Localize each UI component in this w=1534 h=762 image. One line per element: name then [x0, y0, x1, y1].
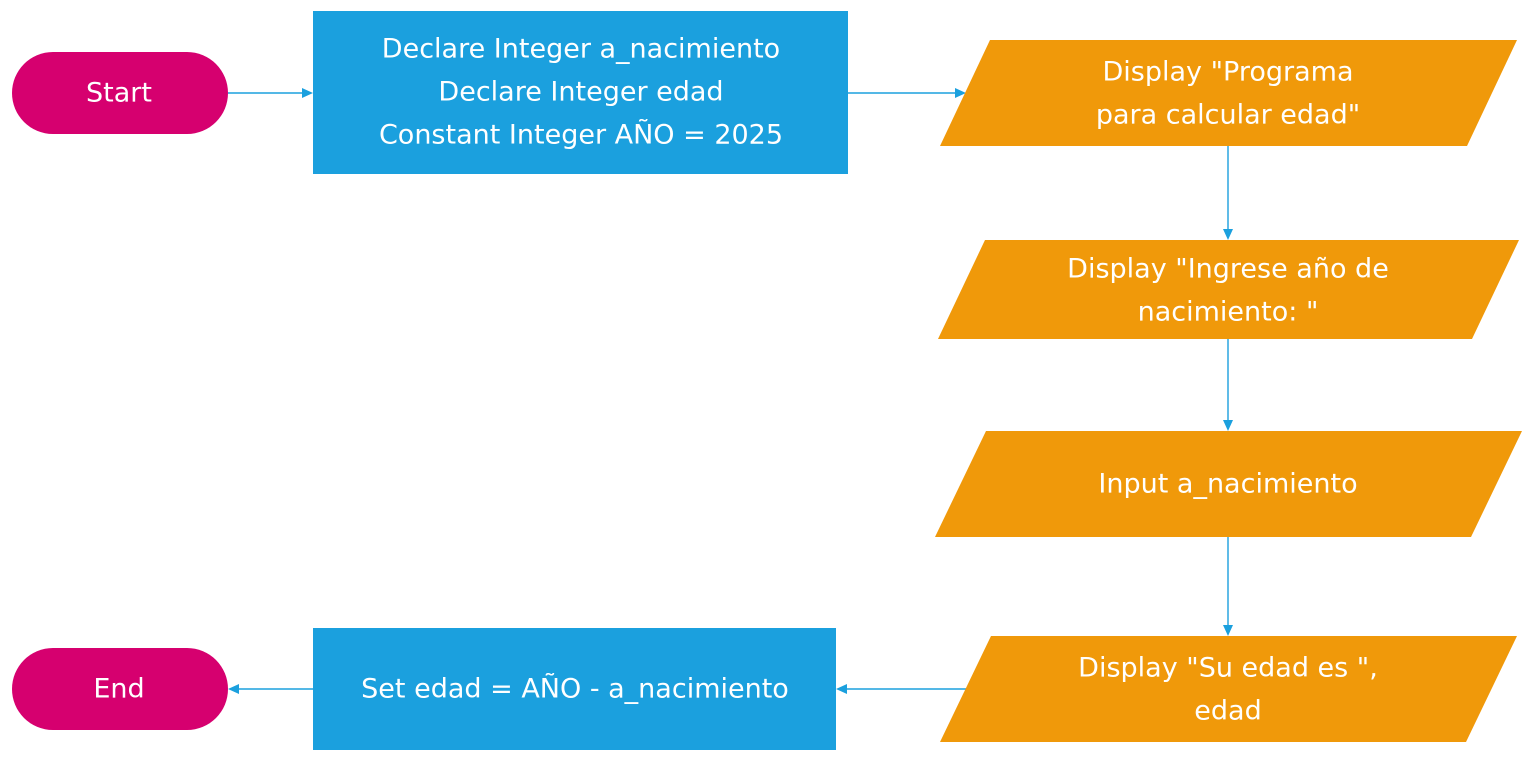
declare-node: Declare Integer a_nacimiento Declare Int… [313, 11, 848, 174]
end-terminal-shape [12, 648, 228, 730]
connector-start-to-declare [228, 88, 313, 98]
arrowhead [1223, 625, 1233, 636]
start-terminal-shape [12, 52, 228, 134]
arrowhead [1223, 229, 1233, 240]
input-nacimiento-node: Input a_nacimiento [935, 431, 1522, 537]
connector-display-programa-to-display-ingrese [1223, 146, 1233, 240]
display-programa-io-shape [940, 40, 1517, 146]
declare-line-3: Constant Integer AÑO = 2025 [379, 119, 783, 151]
set-edad-node: Set edad = AÑO - a_nacimiento [313, 628, 836, 750]
display-edad-line-1: Display "Su edad es ", [1078, 653, 1378, 684]
display-edad-line-2: edad [1194, 696, 1261, 727]
display-programa-line-2: para calcular edad" [1096, 100, 1360, 131]
declare-process-shape [313, 11, 848, 174]
end-label: End [93, 674, 144, 705]
connector-display-edad-to-set-edad [836, 684, 966, 694]
end-node: End [12, 648, 228, 730]
connectors [228, 88, 1233, 694]
arrowhead [955, 88, 966, 98]
set-edad-label: Set edad = AÑO - a_nacimiento [361, 673, 789, 705]
connector-declare-to-display-programa [848, 88, 966, 98]
input-nacimiento-io-shape [935, 431, 1522, 537]
display-programa-line-1: Display "Programa [1103, 57, 1354, 88]
set-edad-process-shape [313, 628, 836, 750]
display-edad-io-shape [940, 636, 1517, 742]
display-ingrese-line-1: Display "Ingrese año de [1067, 254, 1389, 285]
input-nacimiento-label: Input a_nacimiento [1098, 469, 1357, 500]
display-ingrese-node: Display "Ingrese año de nacimiento: " [938, 240, 1519, 339]
display-programa-node: Display "Programa para calcular edad" [940, 40, 1517, 146]
connector-input-nacimiento-to-display-edad [1223, 537, 1233, 636]
connector-set-edad-to-end [228, 684, 313, 694]
arrowhead [1223, 420, 1233, 431]
display-edad-node: Display "Su edad es ", edad [940, 636, 1517, 742]
arrowhead [302, 88, 313, 98]
connector-display-ingrese-to-input-nacimiento [1223, 339, 1233, 431]
declare-line-2: Declare Integer edad [438, 77, 723, 108]
display-ingrese-io-shape [938, 240, 1519, 339]
start-node: Start [12, 52, 228, 134]
declare-line-1: Declare Integer a_nacimiento [382, 34, 780, 65]
display-ingrese-line-2: nacimiento: " [1138, 297, 1319, 328]
arrowhead [836, 684, 847, 694]
arrowhead [228, 684, 239, 694]
start-label: Start [86, 78, 152, 109]
